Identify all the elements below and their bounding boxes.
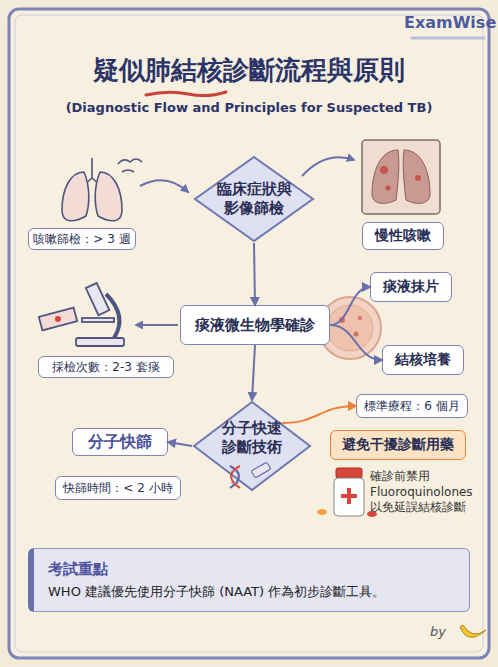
title-underline <box>146 92 226 96</box>
lungs-icon <box>62 158 142 221</box>
node-text: 標準療程：6 個月 <box>364 399 459 414</box>
banana-icon <box>460 625 486 637</box>
node-text: 慢性咳嗽 <box>375 227 431 245</box>
pill-bottle-icon <box>334 478 364 516</box>
pill-bottle-icon <box>336 468 362 478</box>
node-text: 分子快篩 <box>88 432 152 452</box>
petri-dish-icon <box>339 317 345 323</box>
title-underline <box>146 92 226 96</box>
brand-underline <box>412 38 484 39</box>
petri-dish-icon <box>354 332 359 337</box>
node-text: 分子快速 診斷技術 <box>217 419 287 457</box>
pill-bottle-icon <box>341 488 357 504</box>
node-text: 結核培養 <box>395 351 451 369</box>
flow-arrow <box>136 325 178 326</box>
note-box: 咳嗽篩檢：> 3 週 <box>28 228 136 250</box>
panel-heading: 考試重點 <box>48 560 108 579</box>
flow-arrow <box>254 243 255 305</box>
note-box: 快篩時間：< 2 小時 <box>55 476 181 500</box>
result-box: 慢性咳嗽 <box>362 222 444 250</box>
panel-body: WHO 建議優先使用分子快篩 (NAAT) 作為初步診斷工具。 <box>48 584 385 600</box>
node-text: 痰液抹片 <box>383 278 439 296</box>
brand: ExamWise <box>404 13 486 34</box>
petri-dish-icon <box>358 316 362 320</box>
lungs-icon <box>62 172 89 221</box>
flow-arrow <box>140 180 188 192</box>
microscope-icon <box>82 318 114 322</box>
node-text: 臨床症狀與 影像篩檢 <box>214 180 294 218</box>
xray-icon <box>362 140 440 214</box>
result-box: 結核培養 <box>382 345 464 375</box>
subtitle: (Diagnostic Flow and Principles for Susp… <box>0 100 498 117</box>
xray-icon <box>386 186 391 191</box>
title: 疑似肺結核診斷流程與原則 <box>0 54 498 88</box>
xray-icon <box>372 150 399 203</box>
node-text: 快篩時間：< 2 小時 <box>63 481 172 496</box>
brand-underline <box>412 37 484 40</box>
microscope-icon <box>55 316 61 322</box>
xray-icon <box>403 150 430 203</box>
process-box: 分子快篩 <box>72 428 168 456</box>
microscope-icon <box>39 308 77 331</box>
flow-arrow <box>302 157 354 176</box>
flow-arrow <box>136 324 178 326</box>
microscope-icon <box>86 283 110 315</box>
banana-icon <box>460 625 486 637</box>
diamond-outline <box>194 402 310 490</box>
flow-arrow <box>140 180 188 192</box>
note-box: 標準療程：6 個月 <box>356 394 468 418</box>
microscope-icon <box>39 283 124 346</box>
node-text: 避免干擾診斷用藥 <box>342 436 454 454</box>
xray-icon <box>415 175 421 181</box>
xray-icon <box>362 140 440 214</box>
flow-arrow <box>168 442 192 446</box>
result-box: 痰液抹片 <box>370 272 452 302</box>
microscope-icon <box>106 294 119 338</box>
lungs-icon <box>118 159 142 164</box>
note-box: 採檢次數：2-3 套痰 <box>38 356 174 378</box>
flow-arrow <box>302 157 354 176</box>
flow-arrow <box>282 406 356 423</box>
key-point-panel: 考試重點 WHO 建議優先使用分子快篩 (NAAT) 作為初步診斷工具。 <box>28 548 470 612</box>
pill-bottle-icon <box>317 468 377 517</box>
pill-bottle-icon <box>317 509 327 515</box>
note: 確診前禁用 Fluoroquinolones 以免延誤結核診斷 <box>370 469 484 516</box>
decision-diamond: 分子快速 診斷技術 <box>192 400 312 492</box>
microscope-icon <box>76 338 124 346</box>
node-text: 痰液微生物學確診 <box>195 316 315 335</box>
node-text: 採檢次數：2-3 套痰 <box>52 360 159 375</box>
warning-box: 避免干擾診斷用藥 <box>330 430 466 460</box>
flow-arrow <box>330 325 382 360</box>
decision-diamond: 臨床症狀與 影像篩檢 <box>193 155 315 243</box>
flow-arrow <box>330 287 370 325</box>
signature: by <box>430 624 456 641</box>
diamond-outline <box>195 157 313 241</box>
process-box: 痰液微生物學確診 <box>180 305 330 345</box>
flow-arrow <box>252 345 255 400</box>
lungs-icon <box>95 172 122 221</box>
lungs-icon <box>122 170 134 172</box>
node-text: 咳嗽篩檢：> 3 週 <box>33 232 130 247</box>
petri-dish-icon <box>327 305 373 351</box>
xray-icon <box>380 166 388 174</box>
